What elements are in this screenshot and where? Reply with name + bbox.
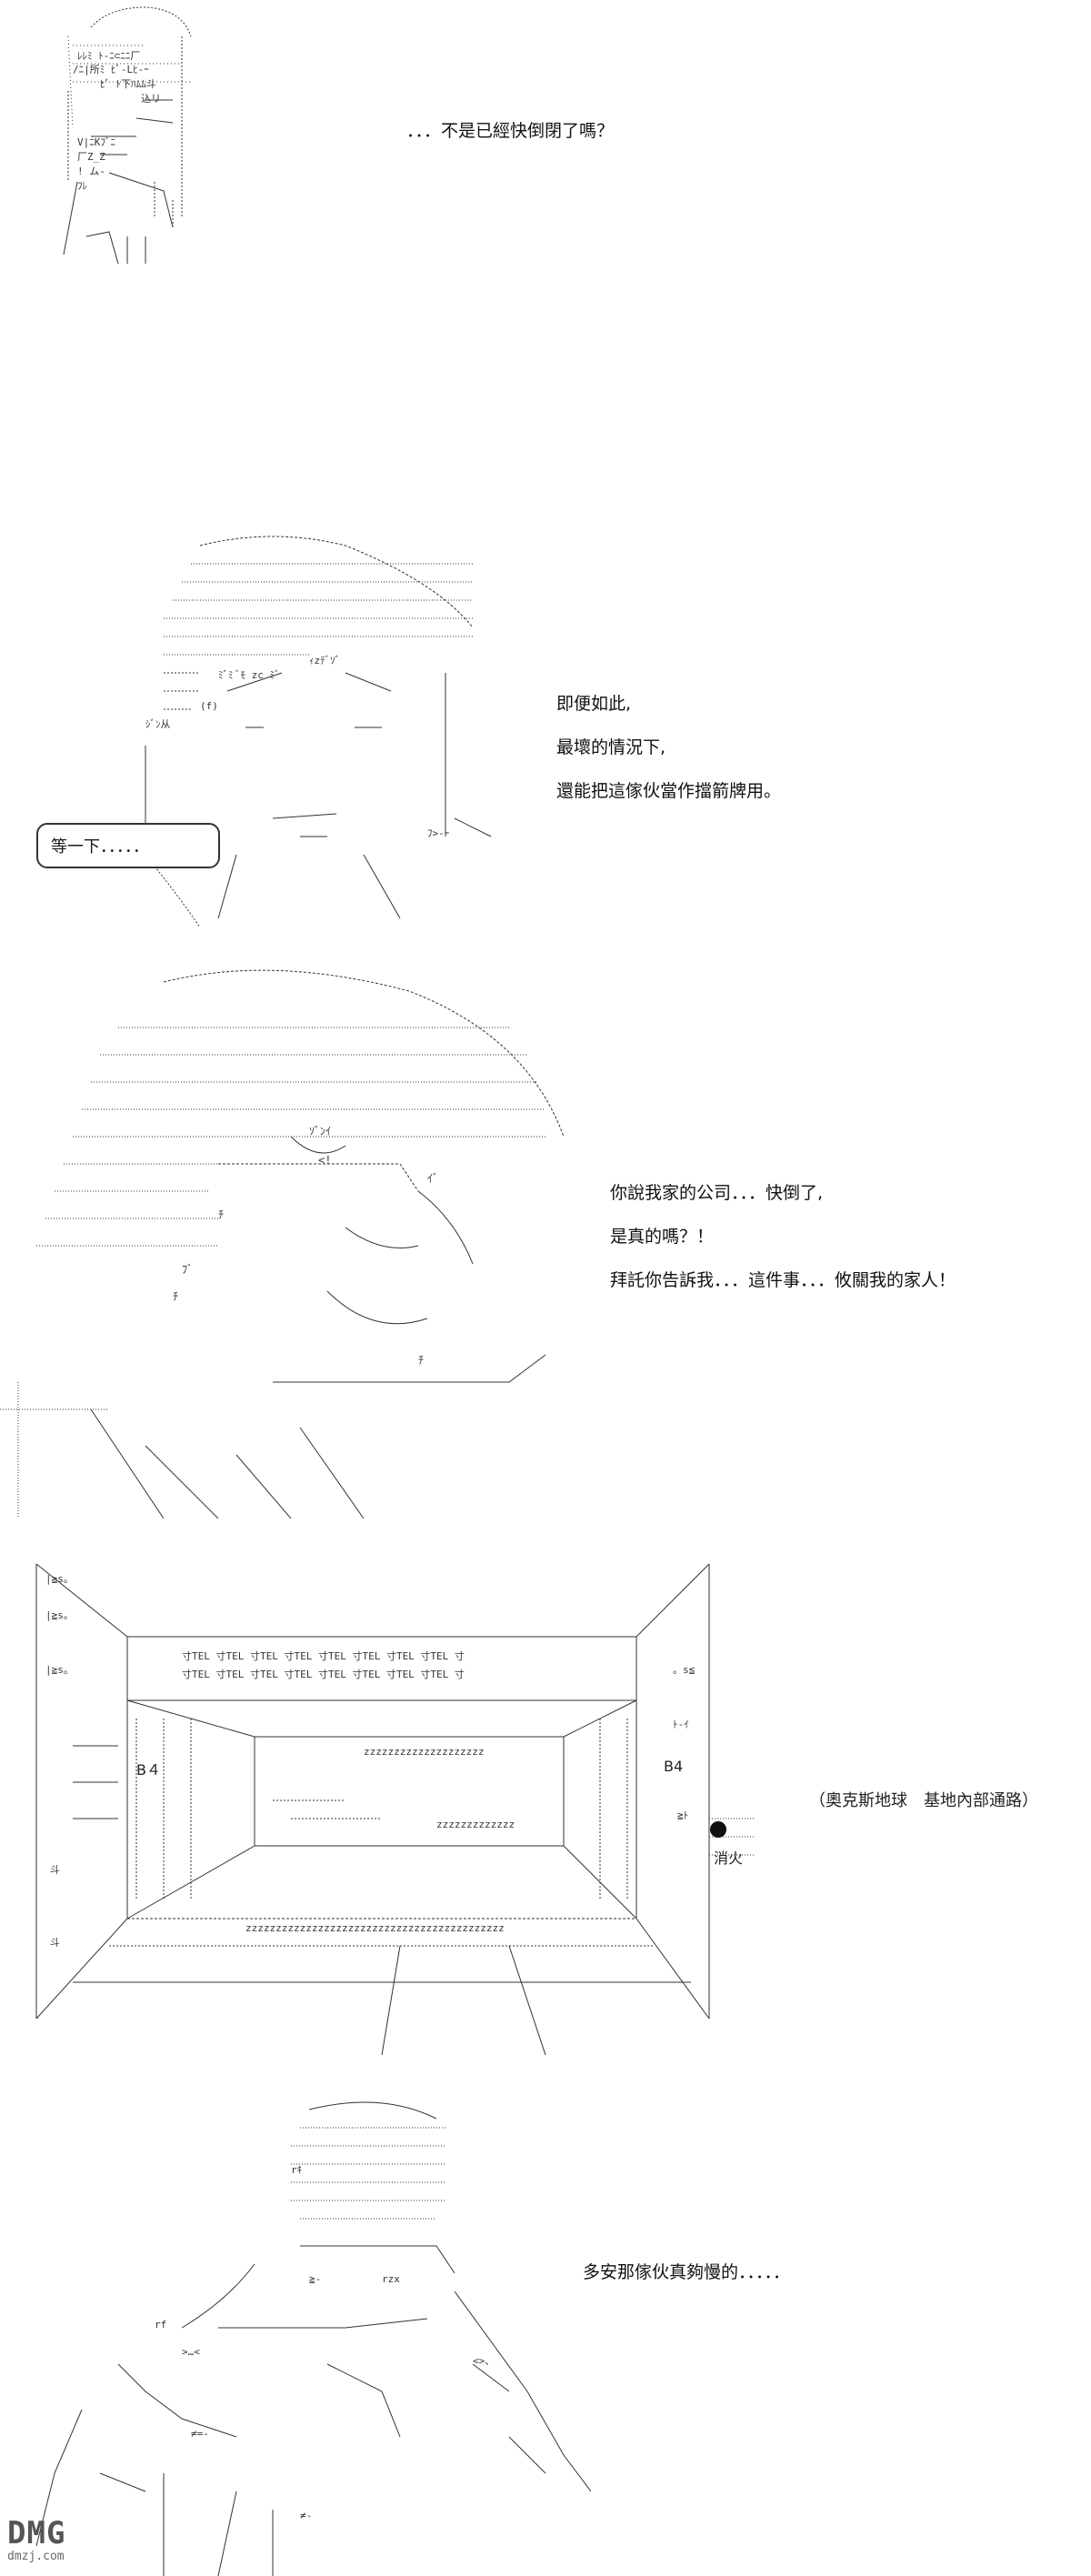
dialog-line: 多安那傢伙真夠慢的．．．．． — [583, 2262, 791, 2282]
svg-text:<!: <! — [318, 1154, 331, 1167]
svg-text:zzzzzzzzzzzzzzzzzzzzzzzzzzzzzz: zzzzzzzzzzzzzzzzzzzzzzzzzzzzzzzzzzzzzzzz… — [245, 1922, 505, 1934]
svg-text:|≧s。: |≧s。 — [45, 1573, 74, 1585]
svg-text:zzzzzzzzzzzzz: zzzzzzzzzzzzz — [436, 1819, 515, 1830]
panel-4-corridor-art: 寸TEL 寸TEL 寸TEL 寸TEL 寸TEL 寸TEL 寸TEL 寸TEL … — [0, 1546, 755, 2055]
svg-text:ﾄ-ｲ: ﾄ-ｲ — [673, 1719, 689, 1730]
dialog-line: 還能把這傢伙當作擋箭牌用。 — [556, 781, 782, 801]
svg-text:ｲﾞ: ｲﾞ — [427, 1172, 438, 1185]
floor-sign-left: B４ — [136, 1761, 161, 1779]
svg-text:込リ: 込リ — [141, 93, 161, 105]
svg-text:ﾚﾚﾐ ﾄ-ﾆ⊂ﾆﾆ厂: ﾚﾚﾐ ﾄ-ﾆ⊂ﾆﾆ厂 — [77, 50, 140, 62]
dialog-line: 是真的嗎？！ — [610, 1227, 715, 1247]
floor-sign-right: B4 — [664, 1758, 684, 1775]
alarm-light-icon — [710, 1821, 726, 1838]
panel-3: ｿﾞﾝｲ <! ｲﾞ ﾁ ﾌﾞ ﾁ ﾁ 你說我家的公司．．．快倒了, 是真的嗎？… — [0, 955, 1091, 1519]
svg-text:≠=-: ≠=- — [191, 2428, 209, 2440]
svg-text:ｼﾞﾝ从: ｼﾞﾝ从 — [145, 718, 171, 730]
svg-text:ﾋﾞ ﾄ下ﾊﾑﾑ斗: ﾋﾞ ﾄ下ﾊﾑﾑ斗 — [100, 78, 156, 90]
panel-4: 寸TEL 寸TEL 寸TEL 寸TEL 寸TEL 寸TEL 寸TEL 寸TEL … — [0, 1546, 1091, 2055]
svg-text:斗: 斗 — [50, 1864, 60, 1876]
dialog-line: 即便如此, — [556, 694, 632, 714]
svg-text:≧ﾄ: ≧ﾄ — [677, 1809, 688, 1821]
location-caption: （奧克斯地球 基地內部通路） — [809, 1791, 1038, 1810]
svg-text:ﾐﾞﾐ ﾞﾓ zc ﾐﾞ: ﾐﾞﾐ ﾞﾓ zc ﾐﾞ — [218, 669, 279, 681]
fire-extinguisher-sign: 消火 — [714, 1849, 744, 1867]
speech-bubble: 等一下．．．．． — [36, 823, 220, 868]
svg-text:≧-: ≧- — [309, 2273, 321, 2285]
panel-1-dialog: ．．．不是已經快倒閉了嗎？ — [406, 118, 614, 162]
watermark-site: dmzj.com — [7, 2550, 65, 2563]
panel-5: rｷ ≧- rzx rf >…< <>、 ≠=- ≠- 多安那傢伙真夠慢的．．．… — [0, 2091, 1091, 2576]
panel-2: ﾐﾞﾐ ﾞﾓ zc ﾐﾞ ｨzﾃﾞｿﾞ (f) ｼﾞﾝ从 ﾌ>-ｰ 等一下．．．… — [0, 509, 1091, 946]
svg-text:≠-: ≠- — [300, 2510, 312, 2521]
svg-text:ｨzﾃﾞｿﾞ: ｨzﾃﾞｿﾞ — [309, 655, 340, 667]
svg-text:/ﾆ|所ﾐ ﾋﾞ-Lﾋ-ｰ: /ﾆ|所ﾐ ﾋﾞ-Lﾋ-ｰ — [73, 64, 149, 75]
panel-3-character-art: ｿﾞﾝｲ <! ｲﾞ ﾁ ﾌﾞ ﾁ ﾁ — [0, 955, 591, 1519]
dialog-line: 你說我家的公司．．．快倒了, — [610, 1183, 824, 1203]
watermark-logo: DMG — [7, 2515, 66, 2551]
svg-text:ﾁ: ﾁ — [418, 1354, 424, 1367]
svg-text:ﾌﾞ: ﾌﾞ — [182, 1263, 193, 1276]
svg-text:rzx: rzx — [382, 2273, 400, 2285]
panel-2-character-art: ﾐﾞﾐ ﾞﾓ zc ﾐﾞ ｨzﾃﾞｿﾞ (f) ｼﾞﾝ从 ﾌ>-ｰ — [36, 509, 509, 927]
svg-text:|≧s。: |≧s。 — [45, 1664, 74, 1676]
svg-text:zzzzzzzzzzzzzzzzzzzz: zzzzzzzzzzzzzzzzzzzz — [364, 1746, 484, 1758]
dialog-line: 拜託你告訴我．．．這件事．．．攸關我的家人！ — [610, 1270, 956, 1290]
svg-text:rf: rf — [155, 2319, 166, 2330]
site-watermark: DMG dmzj.com — [7, 2517, 65, 2563]
panel-1-character-art: ﾚﾚﾐ ﾄ-ﾆ⊂ﾆﾆ厂 /ﾆ|所ﾐ ﾋﾞ-Lﾋ-ｰ ﾋﾞ ﾄ下ﾊﾑﾑ斗 込リ V… — [36, 0, 218, 273]
speech-bubble-text: 等一下．．．．． — [51, 837, 149, 857]
panel-5-character-art: rｷ ≧- rzx rf >…< <>、 ≠=- ≠- — [0, 2091, 591, 2576]
svg-text:ﾁ: ﾁ — [218, 1208, 224, 1221]
svg-text:寸TEL 寸TEL 寸TEL 寸TEL 寸TEL 寸TEL: 寸TEL 寸TEL 寸TEL 寸TEL 寸TEL 寸TEL 寸TEL 寸TEL … — [182, 1649, 465, 1662]
svg-text:ﾌ>-ｰ: ﾌ>-ｰ — [427, 827, 449, 839]
svg-text:厂Z_Z: 厂Z_Z — [77, 151, 105, 163]
svg-text:ﾌﾚ: ﾌﾚ — [77, 180, 87, 192]
panel-1: ﾚﾚﾐ ﾄ-ﾆ⊂ﾆﾆ厂 /ﾆ|所ﾐ ﾋﾞ-Lﾋ-ｰ ﾋﾞ ﾄ下ﾊﾑﾑ斗 込リ V… — [0, 0, 1091, 273]
svg-text:ﾁ: ﾁ — [173, 1290, 178, 1303]
svg-text:! ム-: ! ム- — [77, 165, 105, 177]
panel-2-dialog: 即便如此, 最壞的情況下, 還能把這傢伙當作擋箭牌用。 — [556, 691, 781, 822]
svg-text:ｿﾞﾝｲ: ｿﾞﾝｲ — [309, 1125, 331, 1138]
svg-text:寸TEL 寸TEL 寸TEL 寸TEL 寸TEL 寸TEL: 寸TEL 寸TEL 寸TEL 寸TEL 寸TEL 寸TEL 寸TEL 寸TEL … — [182, 1668, 465, 1680]
dialog-line: 最壞的情況下, — [556, 737, 666, 757]
svg-text:|≧s。: |≧s。 — [45, 1609, 74, 1621]
svg-text:>…<: >…< — [182, 2346, 200, 2358]
svg-text:V|ﾆKﾌﾞﾆ: V|ﾆKﾌﾞﾆ — [77, 136, 115, 148]
svg-text:rｷ: rｷ — [291, 2164, 302, 2176]
panel-5-dialog: 多安那傢伙真夠慢的．．．．． — [583, 2260, 790, 2303]
svg-text:(f): (f) — [200, 700, 218, 712]
svg-text:斗: 斗 — [50, 1937, 60, 1949]
svg-text:<>、: <>、 — [473, 2355, 495, 2367]
panel-3-dialog: 你說我家的公司．．．快倒了, 是真的嗎？！ 拜託你告訴我．．．這件事．．．攸關我… — [610, 1180, 956, 1311]
svg-text:。s≦: 。s≦ — [673, 1664, 696, 1676]
dialog-line: ．．．不是已經快倒閉了嗎？ — [406, 121, 615, 141]
